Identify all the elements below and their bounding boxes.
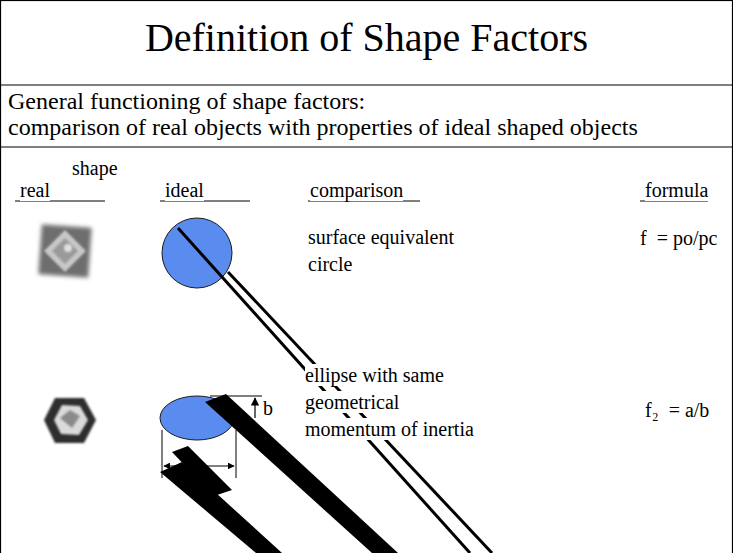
label-slot: comparison of real objects with properti… [8,114,638,140]
divider-line [0,146,733,147]
column-header: ideal [165,179,204,201]
diagonal-artefact [160,228,492,553]
intro-text: General functioning of shape factors: [8,88,365,114]
particle-photo [44,398,96,443]
label-slot: formula [645,178,708,202]
comparison-text: surface equivalent circle [308,226,454,275]
label-slot: f₂ = a/b [645,398,709,422]
dimension-label: b [263,397,273,419]
label-slot: shape [72,156,118,180]
label-slot: General functioning of shape factors: [8,88,365,114]
column-header: formula [645,179,708,201]
formula-text: f = po/pc [640,227,717,249]
slide-title: Definition of Shape Factors [145,15,588,60]
dimension-lines [162,396,262,478]
label-slot: f = po/pc [640,226,717,250]
label-slot: real [20,178,50,202]
particle-photo [38,224,91,277]
column-header: comparison [310,179,403,201]
formula-text: f₂ = a/b [645,399,709,421]
divider-line [0,84,733,85]
label-slot: surface equivalent circle [308,224,498,278]
column-header: real [20,179,50,201]
label-slot: ellipse with same geometrical momentum o… [305,362,495,443]
label-slot: comparison [310,178,403,202]
comparison-text: ellipse with same geometrical momentum o… [305,364,474,440]
label-slot: b [263,396,273,420]
label-slot: ideal [165,178,204,202]
column-group-header: shape [72,157,118,179]
title-slot: Definition of Shape Factors [0,14,733,62]
intro-text: comparison of real objects with properti… [8,114,638,140]
